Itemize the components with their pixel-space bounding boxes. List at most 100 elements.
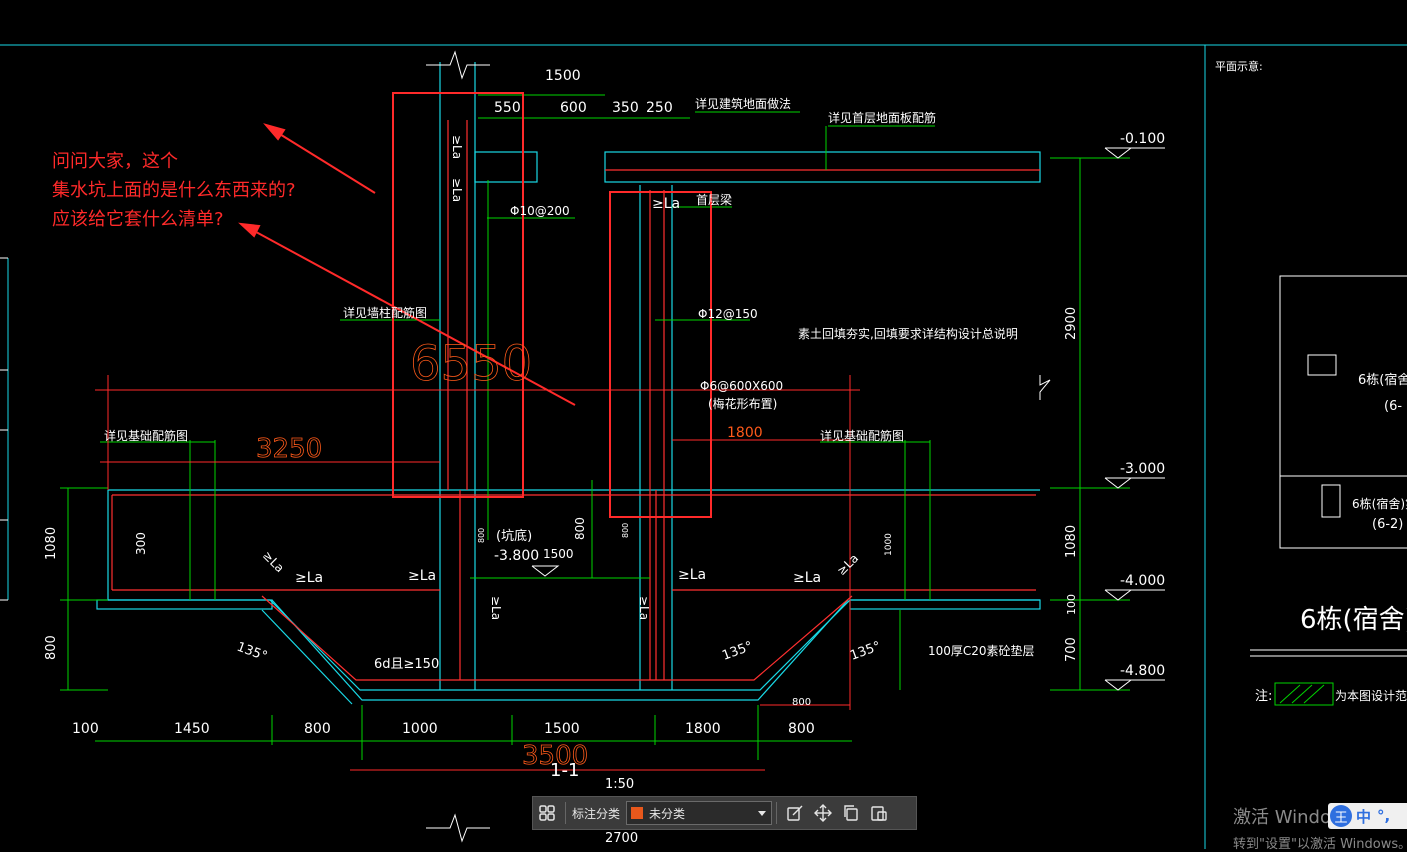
chevron-down-icon	[758, 811, 767, 816]
grid-menu-button[interactable]	[533, 799, 561, 827]
toolbar-separator	[565, 802, 566, 824]
legend-text: 6栋(宿舍) (6- 6栋(宿舍)第二 (6-2) 6栋(宿舍)分 注: 为本图…	[1255, 372, 1407, 704]
dim-bottom-100: 100	[72, 721, 99, 737]
note-wall-column: 详见墙柱配筋图	[343, 305, 427, 320]
category-select-value: 未分类	[649, 806, 686, 821]
legend-title: 6栋(宿舍)分	[1300, 605, 1407, 635]
ime-mode-toggle[interactable]: 中	[1356, 807, 1372, 826]
grid-icon	[539, 805, 555, 821]
dim-bottom-800b: 800	[788, 721, 815, 737]
question-annotation: 问问大家，这个 集水坑上面的是什么东西来的? 应该给它套什么清单?	[52, 147, 372, 234]
anchor-la-8: ≥La	[637, 596, 651, 620]
legend-bldg2-sub: (6-2)	[1372, 517, 1403, 532]
dim-top-250: 250	[646, 100, 673, 116]
legend-note-text: 为本图设计范围。	[1335, 689, 1407, 703]
note-tie-bar-layout: (梅花形布置)	[708, 396, 777, 411]
legend-bldg2: 6栋(宿舍)第二	[1352, 496, 1407, 511]
red-dim-6550: 6550	[410, 336, 532, 392]
note-base-left: 详见基础配筋图	[104, 428, 188, 443]
paste-button[interactable]	[865, 799, 893, 827]
note-hook: 6d且≥150	[374, 657, 439, 672]
dim-right-2900: 2900	[1064, 307, 1079, 340]
red-dim-1800: 1800	[727, 425, 763, 441]
annotation-arrows	[238, 123, 576, 406]
edit-icon	[787, 805, 803, 821]
dim-left-1080: 1080	[44, 527, 59, 560]
plan-label: 平面示意:	[1215, 59, 1263, 73]
watermark-line-1: 激活 Windows	[1233, 807, 1356, 828]
elev-minus-3000: -3.000	[1120, 461, 1165, 477]
note-backfill: 素土回填夯实,回填要求详结构设计总说明	[798, 326, 1018, 341]
plan-legend	[1250, 275, 1407, 706]
dimension-lines	[60, 94, 1130, 760]
beam-la-label: ≥La	[652, 196, 680, 212]
category-select[interactable]: 未分类	[626, 801, 773, 825]
dim-top-600: 600	[560, 100, 587, 116]
move-icon	[814, 804, 833, 822]
legend-bldg1: 6栋(宿舍)	[1358, 372, 1407, 388]
elev-minus-4800: -4.800	[1120, 663, 1165, 679]
copy-button[interactable]	[837, 799, 865, 827]
anchor-la-6: ≥La	[450, 178, 464, 202]
note-tie-bar: Φ6@600X600	[700, 379, 783, 393]
elev-minus-4000: -4.000	[1120, 573, 1165, 589]
dim-inner-1000: 1000	[884, 533, 894, 556]
anchor-la-9: ≥La	[260, 548, 287, 575]
note-base-right: 详见基础配筋图	[820, 428, 904, 443]
legend-bldg1-sub: (6-	[1384, 399, 1402, 414]
rebar-lines	[111, 120, 1040, 681]
dim-inner-800b: 800	[477, 528, 486, 543]
frame-ticks	[0, 257, 8, 601]
note-first-floor-slab: 详见首层地面板配筋	[828, 110, 936, 125]
note-beam: 首层梁	[696, 192, 732, 207]
note-floor-layer: 详见建筑地面做法	[695, 96, 791, 111]
anchor-la-4: ≥La	[793, 570, 821, 586]
elevation-markers	[531, 147, 1165, 691]
dim-right-100: 100	[1065, 594, 1078, 615]
dimension-text: 1500 550 600 350 250 详见建筑地面做法 详见首层地面板配筋 …	[44, 59, 1263, 846]
edit-button[interactable]	[781, 799, 809, 827]
break-marks	[426, 50, 1051, 843]
copy-icon	[844, 805, 858, 821]
angle-135-1: 135°	[235, 640, 270, 665]
drawing-frame	[0, 44, 1407, 849]
dim-bottom-1450: 1450	[174, 721, 210, 737]
dim-inner-800a: 800	[573, 517, 587, 540]
question-line-1: 问问大家，这个	[52, 151, 178, 172]
dim-bottom-1800: 1800	[685, 721, 721, 737]
elev-minus-0100: -0.100	[1120, 131, 1165, 147]
scale-label: 1:50	[605, 777, 634, 792]
paste-icon	[871, 806, 887, 821]
annotation-boxes	[392, 92, 712, 518]
note-pit-bottom: (坑底)	[496, 528, 532, 544]
anchor-la-7: ≥La	[489, 596, 503, 620]
red-dimension-text: 6550 3250 3500	[256, 336, 589, 772]
category-label: 标注分类	[572, 806, 621, 821]
note-rebar-150: Φ12@150	[698, 307, 758, 321]
question-line-3: 应该给它套什么清单?	[52, 209, 224, 230]
legend-note-label: 注:	[1255, 689, 1272, 704]
dim-inner-1500: 1500	[543, 547, 574, 561]
ime-punctuation-toggle[interactable]: °,	[1377, 807, 1391, 825]
ime-toolbar[interactable]: 王 中 °,	[1328, 803, 1407, 829]
anchor-la-2: ≥La	[678, 567, 706, 583]
dim-left-300: 300	[134, 532, 148, 555]
watermark-line-2: 转到"设置"以激活 Windows。	[1233, 837, 1407, 852]
dim-right-1080: 1080	[1064, 525, 1079, 558]
ime-logo-icon[interactable]: 王	[1330, 805, 1352, 827]
elev-pit-minus-3800: -3.800	[494, 548, 539, 564]
anchor-la-5: ≥La	[450, 135, 464, 159]
angle-135-3: 135°	[848, 639, 883, 664]
toolbar-separator	[776, 802, 778, 824]
question-line-2: 集水坑上面的是什么东西来的?	[52, 180, 296, 201]
dim-bottom-1500: 1500	[544, 721, 580, 737]
section-label: 1-1	[550, 760, 579, 781]
red-dim-3500: 3500	[522, 741, 588, 771]
dim-top-350: 350	[612, 100, 639, 116]
dim-right-700: 700	[1064, 637, 1079, 662]
anchor-la-10: ≥La	[834, 551, 861, 578]
dim-inner-800d: 800	[792, 697, 811, 708]
anchor-la-1: ≥La	[408, 568, 436, 584]
move-button[interactable]	[809, 799, 837, 827]
